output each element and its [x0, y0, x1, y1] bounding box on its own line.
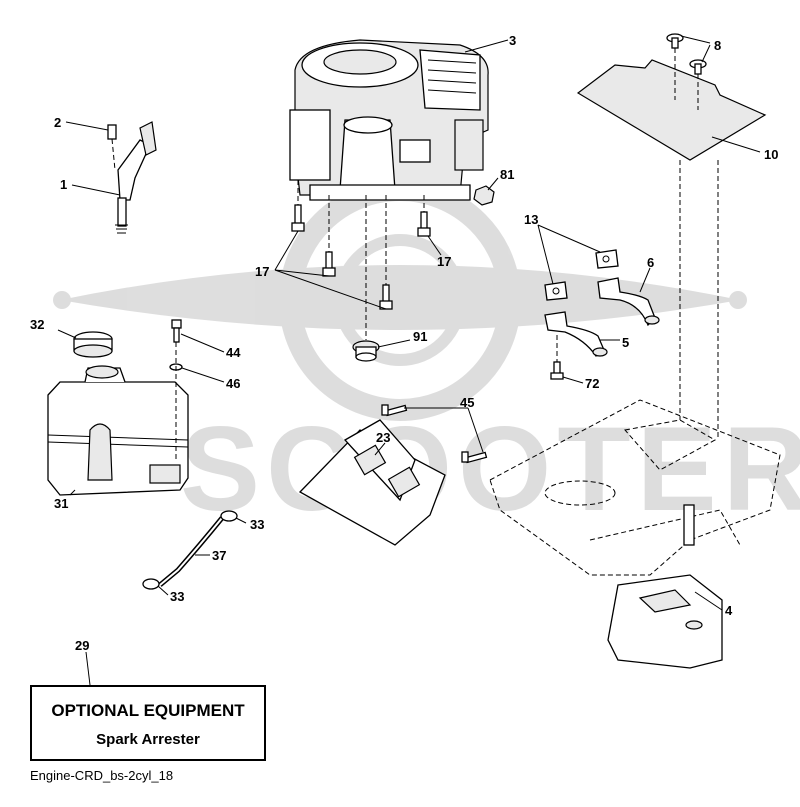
callout-10: 10 [764, 147, 778, 162]
optional-equipment-item: Spark Arrester [96, 731, 200, 748]
screw-part-2 [107, 124, 117, 171]
muffler-part-4 [607, 504, 723, 669]
callout-23: 23 [376, 430, 390, 445]
chassis-outline [489, 399, 781, 576]
leader-lines [57, 35, 761, 686]
callout-32: 32 [30, 317, 44, 332]
callout-91: 91 [413, 329, 427, 344]
callout-3: 3 [509, 33, 516, 48]
callout-17-left: 17 [255, 264, 269, 279]
cover-plate-part-10 [576, 59, 767, 161]
callout-33-bottom: 33 [170, 589, 184, 604]
screw-part-44 [171, 319, 182, 343]
callout-29: 29 [75, 638, 89, 653]
callout-13: 13 [524, 212, 538, 227]
bolt-part-72 [550, 361, 564, 380]
callout-46: 46 [226, 376, 240, 391]
callout-4: 4 [725, 603, 733, 618]
callout-8: 8 [714, 38, 721, 53]
exhaust-pipe-part-5 [544, 311, 608, 357]
callout-17-right: 17 [437, 254, 451, 269]
callout-37: 37 [212, 548, 226, 563]
gasket-parts-13 [544, 249, 619, 301]
fuel-line-part-37 [158, 516, 224, 587]
throttle-control-part-1 [115, 121, 157, 234]
optional-equipment-title: OPTIONAL EQUIPMENT [51, 701, 245, 720]
callout-33-top: 33 [250, 517, 264, 532]
fuel-cap-part-32 [73, 331, 113, 358]
hose-clamp-parts-33 [142, 510, 238, 590]
engine-part-3 [289, 39, 489, 201]
scooter-watermark-logo: SCOOTER [53, 179, 800, 536]
fuel-tank-part-31 [47, 365, 189, 496]
bolt-parts-8 [666, 33, 707, 75]
bolt-parts-45 [381, 404, 488, 464]
callout-6: 6 [647, 255, 654, 270]
callout-2: 2 [54, 115, 61, 130]
optional-equipment-box: OPTIONAL EQUIPMENT Spark Arrester [30, 685, 266, 761]
diagram-identifier: Engine-CRD_bs-2cyl_18 [30, 768, 174, 783]
callout-31: 31 [54, 496, 68, 511]
callout-5: 5 [622, 335, 629, 350]
callout-72: 72 [585, 376, 599, 391]
watermark-text: SCOOTER [180, 402, 800, 536]
callout-45: 45 [460, 395, 474, 410]
callout-44: 44 [226, 345, 241, 360]
bushing-part-91 [352, 340, 380, 362]
heat-shield-part-23 [298, 419, 446, 546]
callout-81: 81 [500, 167, 514, 182]
callout-1: 1 [60, 177, 67, 192]
nut-part-81 [473, 185, 495, 206]
bolt-parts-17 [291, 204, 431, 310]
exhaust-pipe-part-6 [597, 277, 660, 327]
